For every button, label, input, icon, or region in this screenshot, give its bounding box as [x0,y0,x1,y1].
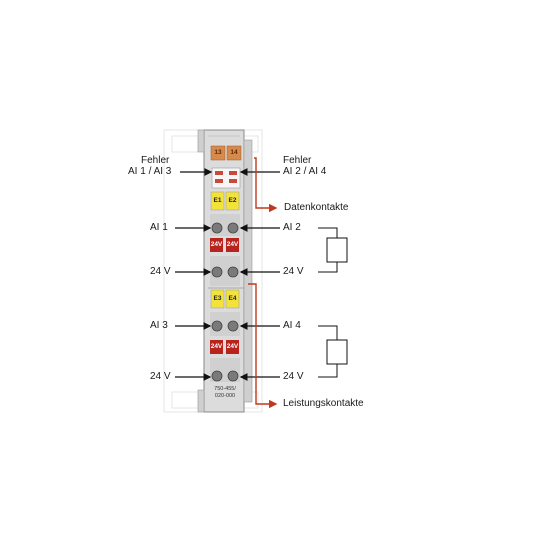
label-24v-left-b: 24 V [150,371,171,382]
tag-e3-e4 [210,289,240,309]
status-led-slots [211,167,241,189]
label-ai2: AI 2 [283,222,301,233]
tag-e1-e2 [210,191,240,211]
tag-24v-lower-right-label: 24V [226,343,239,350]
model-number-line1: 750-455/ [214,386,236,392]
clamp-block-1 [210,214,240,236]
tag-e2-label: E2 [228,197,237,204]
fehler-left-line1: Fehler [141,155,170,166]
sensor-symbol-upper [318,227,348,273]
led-14 [226,145,242,161]
contact-arrows [248,157,278,409]
model-number-line2: 020-000 [214,393,236,399]
label-datenkontakte: Datenkontakte [284,202,349,213]
clamp-block-3 [210,312,240,336]
tag-e3-label: E3 [213,295,222,302]
label-ai3: AI 3 [150,320,168,331]
fehler-left-line2: AI 1 / AI 3 [128,166,172,177]
label-ai4: AI 4 [283,320,301,331]
led-13 [210,145,226,161]
tag-e1-label: E1 [213,197,222,204]
label-24v-left-a: 24 V [150,266,171,277]
tag-24v-upper-right-label: 24V [226,241,239,248]
tag-24v-upper-left-label: 24V [210,241,223,248]
led-14-label: 14 [230,149,238,156]
clamp-block-4 [210,358,240,382]
tag-e4-label: E4 [228,295,237,302]
led-group [210,145,242,161]
fehler-right-line1: Fehler [283,155,312,166]
tag-24v-lower-left-label: 24V [210,343,223,350]
fehler-right-line2: AI 2 / AI 4 [283,166,327,177]
arrows-right [239,168,280,381]
clamp-block-2 [210,256,240,286]
arrows-left [175,168,213,381]
led-13-label: 13 [214,149,222,156]
tag-24v-lower [210,340,239,354]
tag-24v-upper [210,238,239,252]
label-leistungskontakte: Leistungskontakte [283,398,364,409]
label-24v-right-b: 24 V [283,371,304,382]
label-24v-right-a: 24 V [283,266,304,277]
sensor-symbol-lower [318,325,348,378]
label-ai1: AI 1 [150,222,168,233]
